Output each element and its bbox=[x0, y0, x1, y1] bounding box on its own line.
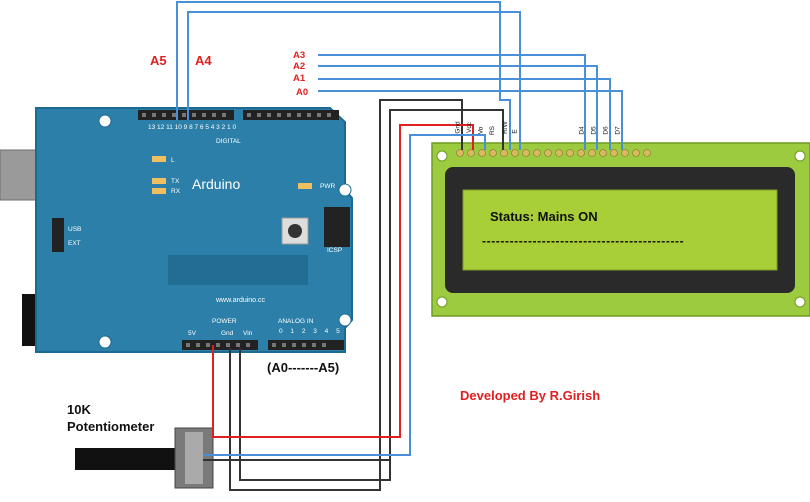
developer-credit: Developed By R.Girish bbox=[460, 388, 601, 403]
arduino-brand-label: Arduino bbox=[192, 176, 241, 192]
lcd-pin-d4: D4 bbox=[578, 126, 586, 135]
pot-name-label: Potentiometer bbox=[67, 419, 155, 434]
led-tx-label: TX bbox=[171, 178, 180, 185]
lcd-screen bbox=[462, 189, 778, 271]
digital-pin-numbers: 13 12 11 10 9 8 7 6 5 4 3 2 1 0 bbox=[148, 124, 237, 131]
label-a5: A5 bbox=[150, 53, 167, 68]
digital-label: DIGITAL bbox=[216, 138, 241, 145]
label-a3: A3 bbox=[293, 50, 306, 61]
analog-pin-numbers: 0 1 2 3 4 5 bbox=[279, 328, 343, 335]
vin-label: Vin bbox=[243, 330, 253, 337]
pot-value-label: 10K bbox=[67, 402, 91, 417]
power-label: POWER bbox=[212, 318, 237, 325]
gnd-label: Gnd bbox=[221, 330, 234, 337]
lcd-status-text: Status: Mains ON bbox=[490, 209, 598, 224]
lcd-pin-d7: D7 bbox=[614, 126, 622, 135]
led-l-label: L bbox=[171, 157, 175, 164]
analog-range-label: (A0-------A5) bbox=[267, 360, 340, 375]
lcd-pin-vcc: Vcc bbox=[465, 122, 473, 133]
analog-in-label: ANALOG IN bbox=[278, 318, 314, 325]
lcd-pin-rw: R/W bbox=[501, 121, 509, 134]
lcd-pin-e: E bbox=[511, 129, 519, 134]
lcd-pin-gnd: Gnd bbox=[454, 121, 462, 134]
usb-label: USB bbox=[68, 226, 82, 233]
v5-label: 5V bbox=[188, 330, 196, 337]
lcd-second-line: ----------------------------------------… bbox=[482, 234, 685, 248]
lcd-pin-vo: Vo bbox=[477, 126, 485, 135]
pot-shaft bbox=[75, 448, 185, 470]
arduino-url-label: www.arduino.cc bbox=[216, 297, 266, 304]
label-a2: A2 bbox=[293, 61, 306, 72]
lcd-pin-d6: D6 bbox=[602, 126, 610, 135]
ext-label: EXT bbox=[68, 240, 81, 247]
label-a4: A4 bbox=[195, 53, 212, 68]
lcd-module bbox=[431, 142, 810, 317]
potentiometer bbox=[75, 427, 214, 489]
label-a0: A0 bbox=[296, 87, 309, 98]
icsp-label: ICSP bbox=[327, 247, 343, 254]
arduino-board bbox=[0, 107, 353, 353]
pwr-label: PWR bbox=[320, 183, 336, 190]
lcd-pin-rs: RS bbox=[489, 125, 497, 136]
label-a1: A1 bbox=[293, 73, 306, 84]
lcd-pin-d5: D5 bbox=[590, 126, 598, 135]
wiring bbox=[176, 1, 623, 491]
led-rx-label: RX bbox=[171, 188, 181, 195]
